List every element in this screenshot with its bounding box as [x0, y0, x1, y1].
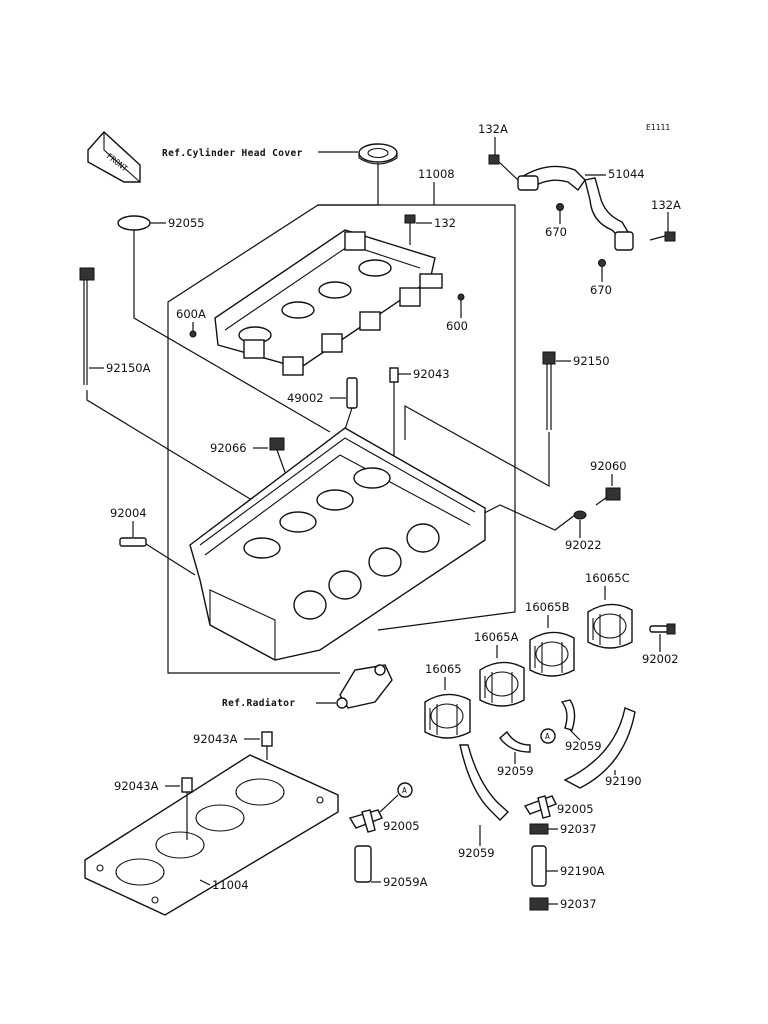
breather-hose-assembly — [517, 165, 634, 267]
label-132A-right: 132A — [651, 198, 681, 212]
bolt-132A-top — [488, 154, 519, 181]
label-92190: 92190 — [605, 774, 642, 788]
front-direction-tag: FRONT — [87, 131, 141, 183]
hose-92059-a — [499, 730, 531, 753]
bolt-132 — [404, 214, 416, 245]
label-92004: 92004 — [110, 506, 147, 520]
intake-holder-16065B — [529, 631, 575, 677]
camshaft-holder — [214, 229, 443, 376]
clip-92037-top — [529, 823, 549, 835]
label-92043A-left: 92043A — [114, 779, 159, 793]
label-92066: 92066 — [210, 441, 247, 455]
dowel-92043A-top — [261, 731, 273, 747]
o-ring-92055 — [117, 215, 151, 231]
label-92060: 92060 — [590, 459, 627, 473]
bolt-132A-right — [649, 231, 676, 242]
label-51044: 51044 — [608, 167, 645, 181]
hose-92059A — [354, 845, 372, 883]
head-bolt-92150 — [542, 351, 556, 430]
label-92055: 92055 — [168, 216, 205, 230]
label-92150: 92150 — [573, 354, 610, 368]
pin-92043 — [389, 367, 399, 383]
label-16065B: 16065B — [525, 600, 570, 614]
head-gasket-11004 — [84, 754, 339, 916]
label-92005-right: 92005 — [557, 802, 594, 816]
hose-92059-b — [560, 699, 576, 731]
svg-text:A: A — [402, 786, 407, 795]
label-92059-c: 92059 — [458, 846, 495, 860]
label-92037-top: 92037 — [560, 822, 597, 836]
radiator-water-outlet — [336, 664, 393, 709]
label-92002: 92002 — [642, 652, 679, 666]
washer-92022 — [573, 510, 587, 520]
intake-holder-16065 — [424, 693, 471, 739]
label-92043A-top: 92043A — [193, 732, 238, 746]
screw-92002 — [649, 623, 676, 635]
label-132: 132 — [434, 216, 456, 230]
dowel-92043A-left — [181, 777, 193, 793]
hose-92059-c — [459, 744, 510, 821]
label-11004: 11004 — [212, 878, 249, 892]
label-92150A: 92150A — [106, 361, 151, 375]
label-670-right: 670 — [590, 283, 612, 297]
head-bolt-92150A — [79, 267, 95, 385]
label-16065: 16065 — [425, 662, 462, 676]
label-92037-bottom: 92037 — [560, 897, 597, 911]
callout-A-upper: A — [540, 728, 556, 744]
intake-holder-16065A — [479, 661, 525, 707]
callout-A-lower: A — [397, 782, 413, 798]
diagram-code: E1111 — [646, 123, 670, 132]
label-92190A: 92190A — [560, 864, 605, 878]
label-132A-top: 132A — [478, 122, 508, 136]
cylinder-head — [189, 427, 486, 661]
label-600: 600 — [446, 319, 468, 333]
ref-cylinder-head-cover-label: Ref.Cylinder Head Cover — [162, 148, 303, 159]
valve-part-49002 — [346, 377, 358, 409]
ref-radiator-label: Ref.Radiator — [222, 698, 295, 709]
svg-text:A: A — [545, 732, 550, 741]
label-92059A: 92059A — [383, 875, 428, 889]
stud-92004 — [119, 537, 147, 547]
label-92005-left: 92005 — [383, 819, 420, 833]
intake-holder-16065C — [587, 603, 633, 649]
label-49002: 49002 — [287, 391, 324, 405]
dowel-pin-600 — [457, 293, 465, 301]
clip-92037-bottom — [529, 897, 549, 911]
hose-92190A — [531, 845, 547, 887]
cover-seal-ring — [358, 143, 398, 165]
label-16065A: 16065A — [474, 630, 519, 644]
label-16065C: 16065C — [585, 571, 630, 585]
seal-92066 — [269, 437, 285, 451]
label-92043: 92043 — [413, 367, 450, 381]
label-92059-b: 92059 — [565, 739, 602, 753]
fitting-92005-left — [348, 809, 383, 833]
label-92022: 92022 — [565, 538, 602, 552]
label-92059-a: 92059 — [497, 764, 534, 778]
dowel-pin-600A — [189, 330, 197, 338]
bolt-92060 — [595, 487, 621, 506]
hose-92190 — [563, 707, 636, 789]
label-670-left: 670 — [545, 225, 567, 239]
fitting-92005-right — [523, 795, 557, 819]
label-600A: 600A — [176, 307, 206, 321]
label-11008: 11008 — [418, 167, 455, 181]
